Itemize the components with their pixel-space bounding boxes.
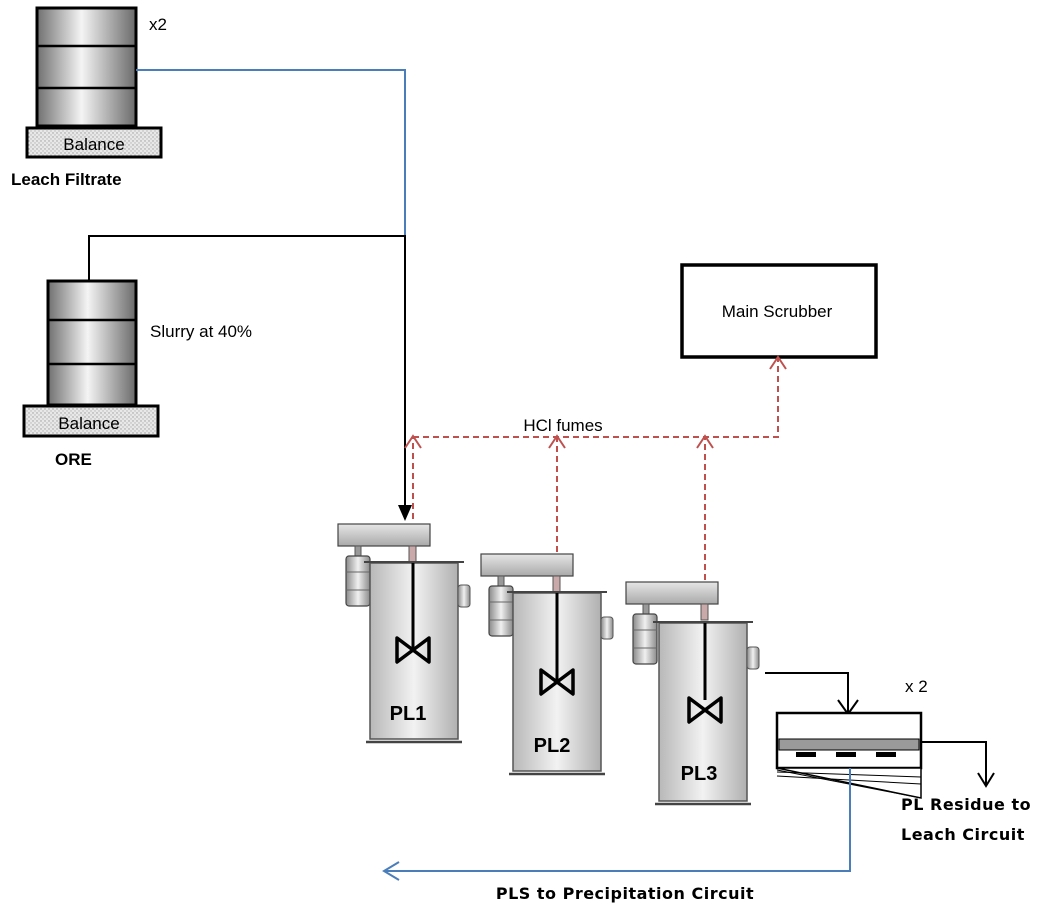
ore-balance: Balance [22,404,160,438]
ore-balance-label: Balance [58,414,119,433]
tank-pl3: PL3 [625,581,760,806]
filter-multiplier: x 2 [905,677,928,696]
slurry-note: Slurry at 40% [150,322,252,341]
main-scrubber-label: Main Scrubber [722,302,833,321]
tank-pl2-label: PL2 [534,735,571,757]
leach-filtrate-multiplier: x2 [149,15,167,34]
leach-filtrate-label: Leach Filtrate [11,170,122,189]
ore-label: ORE [55,450,92,469]
pls-arrowhead [382,861,400,881]
pl3-outlet-line [765,672,849,712]
main-scrubber: Main Scrubber [680,263,878,359]
hcl-fume-lines [412,357,779,610]
hcl-fume-arrowheads [404,355,787,449]
ore-drum [46,279,138,407]
pls-line [384,768,851,872]
residue-label-line1: PL Residue to [901,795,1031,814]
leach-filtrate-line [136,69,406,236]
residue-line [921,741,987,785]
leach-filtrate-balance-label: Balance [63,135,124,154]
hcl-fumes-label: HCl fumes [523,416,602,435]
tank-pl2: PL2 [480,553,614,776]
tank-pl1-label: PL1 [390,703,427,725]
ore-feed-arrowhead [398,505,412,521]
ore-feed-line [88,235,406,519]
tank-pl1: PL1 [337,523,471,744]
leach-filtrate-balance: Balance [25,126,163,159]
leach-filtrate-drum [35,6,138,128]
tank-pl3-label: PL3 [681,763,718,785]
residue-label-line2: Leach Circuit [901,825,1025,844]
residue-arrowhead [977,772,995,788]
pls-label: PLS to Precipitation Circuit [496,884,754,903]
